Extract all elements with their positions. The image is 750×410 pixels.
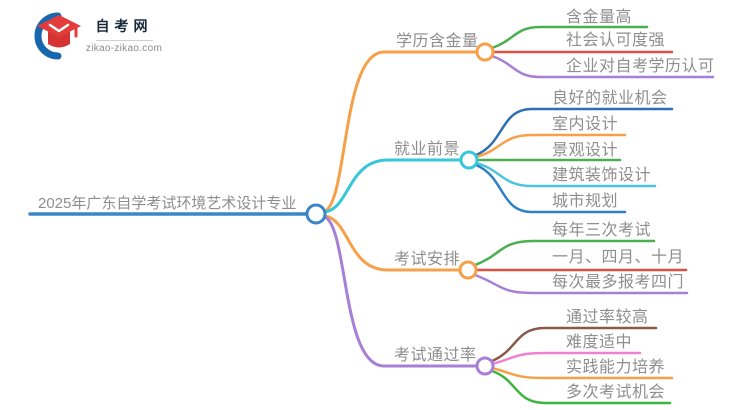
leaf-line-sanci-kaoshi bbox=[473, 239, 656, 267]
branch-circle-kaoshi-anpai[interactable] bbox=[458, 260, 478, 280]
leaf-label-qiye-renke[interactable]: 企业对自考学历认可 bbox=[566, 58, 715, 75]
leaf-line-shinei-sheji bbox=[474, 133, 627, 159]
leaf-label-jingguan-sheji[interactable]: 景观设计 bbox=[552, 142, 619, 159]
leaf-label-hanjinliang-gao[interactable]: 含金量高 bbox=[566, 9, 633, 26]
leaf-line-baokao-simen bbox=[473, 273, 689, 295]
leaf-label-tongguolv-gao[interactable]: 通过率较高 bbox=[566, 309, 649, 326]
branch-label-jiuye[interactable]: 就业前景 bbox=[394, 141, 461, 158]
leaf-line-jiuye-jihui bbox=[474, 107, 674, 157]
leaf-line-tongguolv-gao bbox=[490, 326, 658, 363]
graduation-cap-icon bbox=[34, 12, 81, 60]
logo-domain: zikao-zikao.com bbox=[85, 43, 163, 54]
leaf-label-duoci-jihui[interactable]: 多次考试机会 bbox=[566, 384, 666, 401]
branch-line-kaoshi-anpai bbox=[323, 214, 462, 272]
branch-circle-tongguolv[interactable] bbox=[475, 356, 495, 376]
branch-line-tongguolv bbox=[323, 215, 479, 368]
branch-circle-xueli[interactable] bbox=[475, 42, 495, 62]
branch-label-xueli[interactable]: 学历含金量 bbox=[396, 33, 479, 50]
root-node-circle[interactable] bbox=[305, 203, 327, 225]
leaf-line-hanjinliang-gao bbox=[490, 25, 649, 50]
logo-title: 自考网 bbox=[95, 16, 153, 41]
leaf-label-shehui-renke[interactable]: 社会认可度强 bbox=[566, 32, 666, 49]
site-logo[interactable]: 自考网 zikao-zikao.com bbox=[28, 12, 178, 62]
root-node-label[interactable]: 2025年广东自学考试环境艺术设计专业 bbox=[38, 195, 297, 212]
leaf-line-duoci-jihui bbox=[490, 369, 672, 405]
leaf-line-qiye-renke bbox=[490, 54, 715, 79]
leaf-label-shinei-sheji[interactable]: 室内设计 bbox=[552, 116, 619, 133]
branch-circle-jiuye[interactable] bbox=[459, 150, 479, 170]
leaf-label-nandu-shizhong[interactable]: 难度适中 bbox=[566, 334, 633, 351]
leaf-label-jiuye-jihui[interactable]: 良好的就业机会 bbox=[552, 90, 668, 107]
leaf-line-jianzhu-zhuangshi bbox=[474, 161, 657, 188]
leaf-label-shijian-nengli[interactable]: 实践能力培养 bbox=[566, 359, 666, 376]
branch-line-xueli bbox=[323, 50, 479, 213]
leaf-line-shijian-nengli bbox=[490, 366, 674, 380]
branch-label-tongguolv[interactable]: 考试通过率 bbox=[394, 347, 477, 364]
leaf-label-jianzhu-zhuangshi[interactable]: 建筑装饰设计 bbox=[552, 167, 652, 184]
branch-label-kaoshi-anpai[interactable]: 考试安排 bbox=[394, 251, 461, 268]
leaf-label-baokao-simen[interactable]: 每次最多报考四门 bbox=[552, 274, 685, 291]
leaf-line-nandu-shizhong bbox=[490, 351, 642, 366]
leaf-label-kaoshi-yuefen[interactable]: 一月、四月、十月 bbox=[552, 249, 685, 266]
leaf-label-sanci-kaoshi[interactable]: 每年三次考试 bbox=[552, 222, 652, 239]
leaf-line-chengshi-guihua bbox=[474, 163, 627, 214]
branch-line-jiuye bbox=[323, 158, 463, 214]
leaf-label-chengshi-guihua[interactable]: 城市规划 bbox=[552, 193, 619, 210]
